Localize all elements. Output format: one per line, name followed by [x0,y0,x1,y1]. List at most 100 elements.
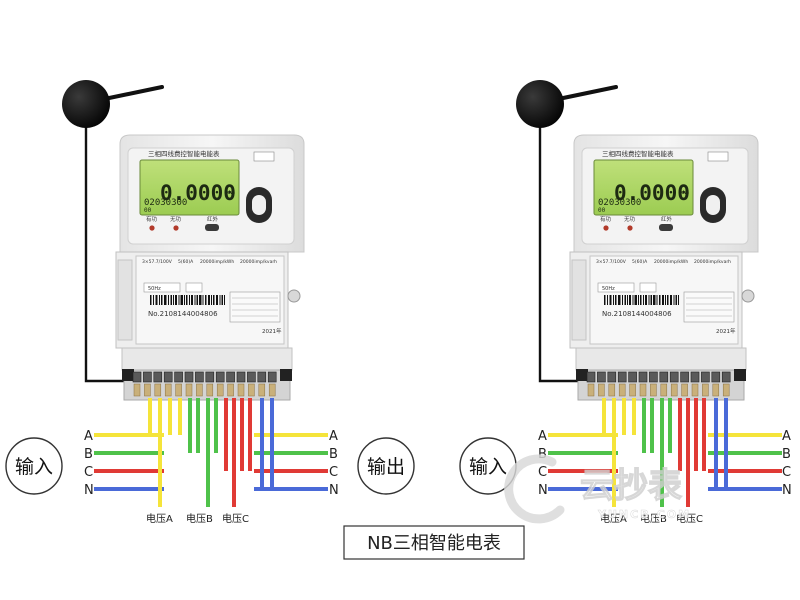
terminal-slot [650,383,657,397]
terminal-slot [629,383,636,397]
wiring-right [548,398,782,507]
watermark-text: 云抄表 [580,466,682,506]
terminal-block-right [586,371,731,397]
spec-voltage: 3×57.7/100V [142,259,173,265]
wiring-left [94,398,328,507]
phase-label-c: C [538,465,547,480]
phase-labels-left-in: A B C N [84,429,94,498]
meter-body [115,134,305,401]
voltage-label-a: 电压A [146,512,173,525]
phase-labels-right-in: A B C N [538,429,548,498]
spec-active-constant: 20000imp/kWh [654,259,688,265]
terminal-screw [267,371,277,383]
terminal-screw [226,371,235,383]
lcd-subline: 00 [144,207,152,214]
phase-label-a: A [84,429,93,444]
phase-label-b: B [782,447,791,462]
phase-label-b: B [538,447,547,462]
voltage-label-c: 电压C [676,512,703,525]
input-label: 输入 [469,456,507,478]
serial-number: No.2108144004806 [148,310,218,318]
terminal-screw [153,371,163,383]
terminal-screw [649,371,658,383]
spec-current: 5(60)A [632,259,648,265]
terminal-screw [701,371,710,383]
terminal-slot [154,383,162,397]
terminal-slot [216,383,224,397]
voltage-labels-right: 电压A 电压B 电压C [600,512,703,525]
terminal-slot [691,383,699,397]
terminal-screw [215,371,225,383]
spec-reactive-constant: 20000imp/kvarh [694,259,731,265]
terminal-screw [586,371,596,383]
spec-reactive-constant: 20000imp/kvarh [240,259,277,265]
phase-label-a: A [782,429,791,444]
phase-label-c: C [84,465,93,480]
spec-current: 5(60)A [178,259,194,265]
terminal-screw [669,371,679,383]
terminal-screw [184,371,194,383]
phase-label-n: N [84,483,94,498]
terminal-slot [639,383,647,397]
terminal-screw [617,371,627,383]
barcode [150,295,225,305]
terminal-screw [132,371,142,383]
phase-labels-right-out: A B C N [782,429,792,498]
lcd-code: 02030300 [598,198,641,208]
terminal-slot [248,383,255,397]
terminal-slot [237,383,245,397]
watermark-c-icon [504,454,565,524]
terminal-slot [258,383,266,397]
indicator-label-infrared: 红外 [207,215,219,223]
phase-label-a: A [538,429,547,444]
manufacture-year: 2021年 [716,327,736,335]
terminal-screw [711,371,721,383]
terminal-slot [722,383,730,397]
voltage-label-b: 电压B [640,512,667,525]
terminal-slot [618,383,626,397]
terminal-slot [660,383,668,397]
phase-label-n: N [538,483,548,498]
terminal-screw [721,371,731,383]
terminal-screw [690,371,700,383]
terminal-slot [608,383,616,397]
terminal-slot [164,383,172,397]
terminal-slot [702,383,709,397]
watermark-subtext: YUNCB.COM [597,508,691,521]
indicator-label-active: 有功 [146,215,158,223]
terminal-slot [712,383,720,397]
meter-title: 三相四线费控智能电能表 [148,149,220,158]
lcd-reading: 0.0000 [614,181,690,205]
caption-box: NB三相智能电表 [343,525,525,560]
voltage-labels-left: 电压A 电压B 电压C [146,512,249,525]
terminal-screw [195,371,204,383]
terminal-block-left [132,371,277,397]
input-label: 输入 [15,456,53,478]
input-circle-left: 输入 [5,437,63,495]
spec-voltage: 3×57.7/100V [596,259,627,265]
phase-label-n: N [782,483,792,498]
meter-title: 三相四线费控智能电能表 [602,149,674,158]
lcd-code: 02030300 [144,198,187,208]
manufacture-year: 2021年 [262,327,282,335]
terminal-screw [628,371,637,383]
terminal-slot [175,383,182,397]
lcd-unit: kWh [226,190,235,196]
terminal-screw [205,371,215,383]
voltage-label-a: 电压A [600,512,627,525]
terminal-screw [659,371,669,383]
indicator-label-active: 有功 [600,215,612,223]
output-label: 输出 [367,456,405,478]
lcd-unit: kWh [680,190,689,196]
phase-labels-left-out: A B C N [329,429,339,498]
terminal-screw [257,371,267,383]
terminal-screw [143,371,152,383]
indicator-label-reactive: 无功 [624,215,636,223]
output-circle: 输出 [357,437,415,495]
terminal-screw [163,371,173,383]
barcode [604,295,679,305]
terminal-screw [597,371,606,383]
indicator-label-infrared: 红外 [661,215,673,223]
voltage-label-c: 电压C [222,512,249,525]
